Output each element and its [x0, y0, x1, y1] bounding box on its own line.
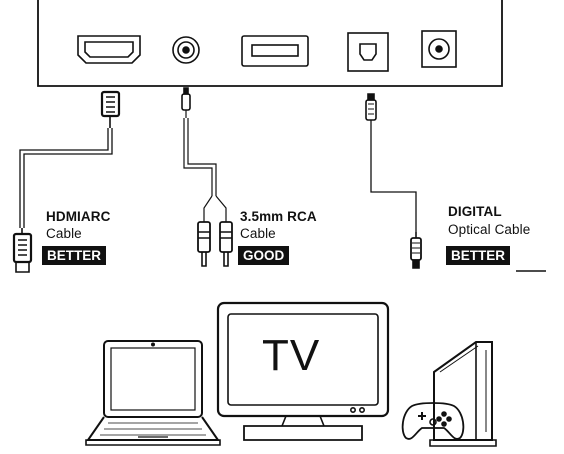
rca-plug-icon: [197, 221, 233, 267]
optical-cable-title: DIGITAL: [448, 204, 502, 219]
hdmi-rating-badge: BETTER: [42, 246, 106, 265]
tv-label: TV: [262, 331, 321, 380]
hdmi-cable-subtitle: Cable: [46, 226, 82, 241]
rca-rating-badge: GOOD: [238, 246, 290, 265]
optical-cable: [365, 93, 417, 232]
game-console-icon: [429, 341, 497, 447]
hdmi-cable-title: HDMIARC: [46, 209, 111, 224]
optical-plug-icon: [410, 232, 422, 269]
aux-jack-icon: [172, 36, 200, 64]
soundbar-rear-panel: [37, 0, 503, 87]
hdmi-cable: [19, 90, 121, 228]
tv-icon: [216, 301, 390, 441]
laptop-icon: [85, 340, 221, 446]
usb-port-icon: [241, 35, 309, 67]
gamepad-icon: [401, 402, 465, 440]
optical-port-icon: [347, 32, 389, 72]
optical-rating-badge: BETTER: [446, 246, 510, 265]
hdmi-port-icon: [77, 35, 141, 64]
rca-cable-title: 3.5mm RCA: [240, 209, 317, 224]
rca-cable-subtitle: Cable: [240, 226, 276, 241]
rca-cable: [181, 87, 227, 222]
hdmi-plug-icon: [12, 228, 33, 273]
optical-cable-subtitle: Optical Cable: [448, 222, 531, 237]
power-port-icon: [421, 30, 457, 68]
